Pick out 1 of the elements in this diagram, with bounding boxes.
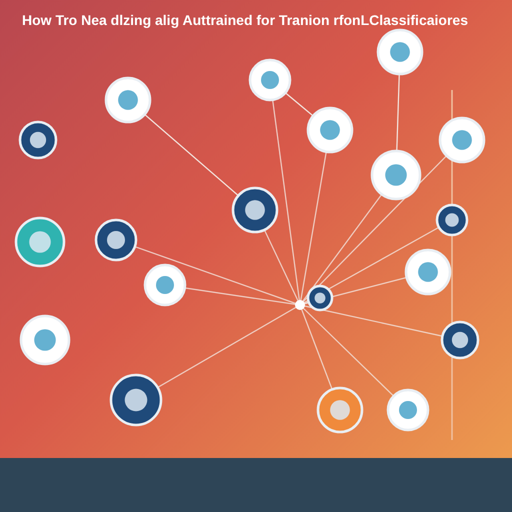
title: How Tro Nea dlzing alig Auttrained for Tranion rfonLClassificaiores (22, 12, 468, 28)
